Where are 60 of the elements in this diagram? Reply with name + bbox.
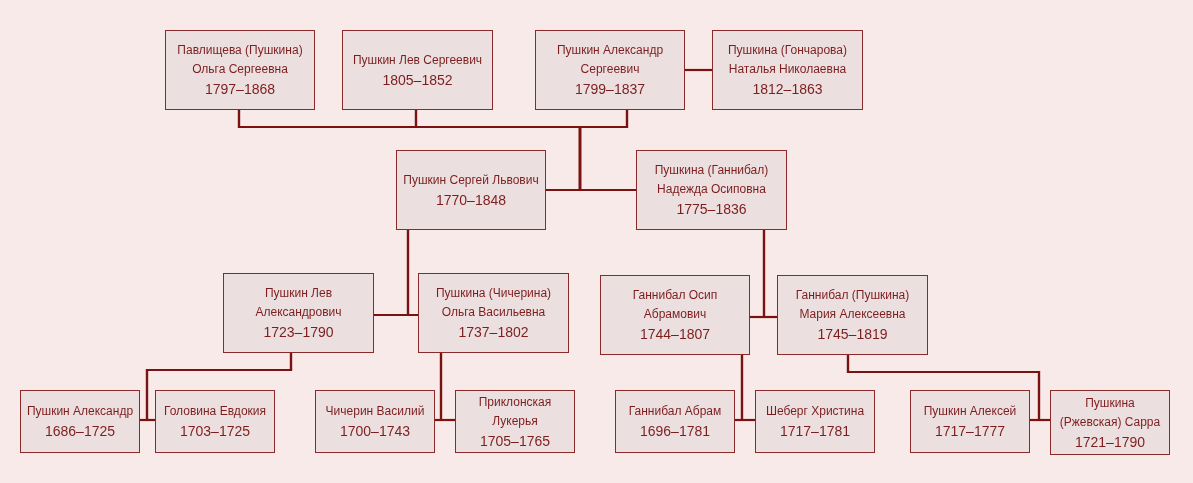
life-dates: 1686–1725 bbox=[44, 422, 116, 441]
person-box bbox=[600, 275, 750, 355]
descent-line bbox=[439, 353, 455, 422]
life-dates: 1797–1868 bbox=[204, 80, 276, 99]
person-name: Пушкин Александр bbox=[26, 403, 134, 420]
descent-line bbox=[740, 355, 755, 422]
person-name: Пушкина (Гончарова) Наталья Николаевна bbox=[727, 42, 848, 78]
person-box bbox=[342, 30, 493, 110]
life-dates: 1717–1781 bbox=[779, 422, 851, 441]
person-box bbox=[1050, 390, 1170, 455]
person-name: Пушкин Лев Сергеевич bbox=[352, 51, 483, 69]
person-box bbox=[615, 390, 735, 453]
person-box bbox=[223, 273, 374, 353]
person-name: Ганнибал (Пушкина) Мария Алексеевна bbox=[794, 287, 911, 323]
person-name: Павлищева (Пушкина) Ольга Сергеевна bbox=[176, 42, 304, 78]
descent-line bbox=[406, 230, 418, 317]
person-name: Пушкина (Ржевская) Сарра bbox=[1058, 394, 1162, 431]
person-box bbox=[165, 30, 315, 110]
person-name: Пушкин Алексей bbox=[923, 403, 1017, 420]
person-box bbox=[396, 150, 546, 230]
person-name: Пушкин Сергей Львович bbox=[403, 171, 539, 189]
life-dates: 1696–1781 bbox=[639, 422, 711, 441]
life-dates: 1799–1837 bbox=[574, 80, 646, 99]
life-dates: 1700–1743 bbox=[339, 422, 411, 441]
life-dates: 1705–1765 bbox=[479, 431, 551, 451]
person-box bbox=[535, 30, 685, 110]
person-name: Ганнибал Осип Абрамович bbox=[631, 287, 719, 323]
marriage-line bbox=[685, 68, 712, 72]
person-box bbox=[712, 30, 863, 110]
life-dates: 1812–1863 bbox=[752, 80, 823, 99]
life-dates: 1723–1790 bbox=[263, 323, 334, 342]
person-name: Пушкина (Чичерина) Ольга Васильевна bbox=[434, 285, 553, 321]
life-dates: 1721–1790 bbox=[1074, 432, 1146, 452]
life-dates: 1805–1852 bbox=[382, 70, 453, 90]
person-name: Приклонская Лукерья bbox=[477, 393, 553, 430]
person-box bbox=[755, 390, 875, 453]
life-dates: 1737–1802 bbox=[458, 323, 529, 342]
person-name: Шеберг Христина bbox=[765, 403, 865, 420]
person-name: Ганнибал Абрам bbox=[628, 403, 722, 420]
person-box bbox=[418, 273, 569, 353]
person-box bbox=[777, 275, 928, 355]
person-box bbox=[910, 390, 1030, 453]
person-name: Головина Евдокия bbox=[164, 403, 266, 420]
person-box bbox=[636, 150, 787, 230]
person-name: Чичерин Василий bbox=[325, 403, 425, 420]
person-name: Пушкин Александр Сергеевич bbox=[555, 42, 665, 78]
person-name: Пушкин Лев Александрович bbox=[254, 285, 343, 321]
person-box bbox=[455, 390, 575, 453]
life-dates: 1745–1819 bbox=[817, 325, 888, 344]
person-name: Пушкина (Ганнибал) Надежда Осиповна bbox=[653, 162, 770, 198]
life-dates: 1703–1725 bbox=[179, 422, 251, 441]
descent-line bbox=[762, 230, 777, 319]
life-dates: 1770–1848 bbox=[435, 190, 507, 210]
descent-line bbox=[578, 110, 636, 192]
person-box bbox=[155, 390, 275, 453]
person-box bbox=[20, 390, 140, 453]
life-dates: 1717–1777 bbox=[934, 422, 1006, 441]
person-box bbox=[315, 390, 435, 453]
life-dates: 1775–1836 bbox=[676, 200, 747, 219]
life-dates: 1744–1807 bbox=[639, 325, 711, 344]
